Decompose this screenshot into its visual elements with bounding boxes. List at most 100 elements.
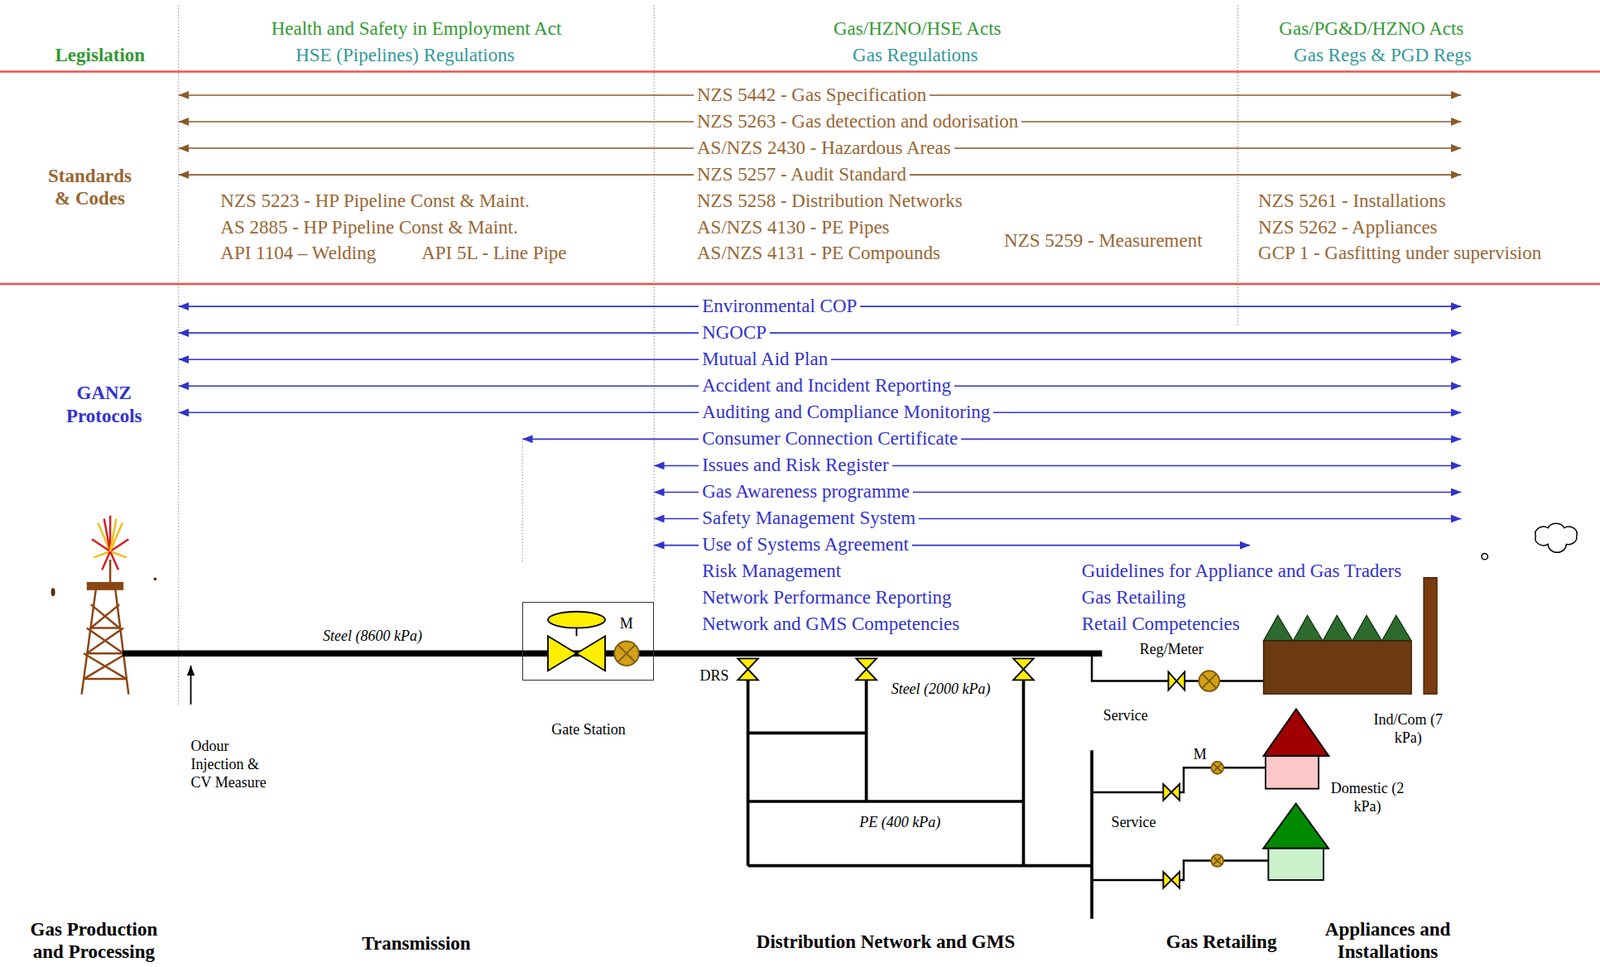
process-note: Odour Injection & CV Measure (191, 737, 271, 792)
industrial-building-shape (1261, 574, 1441, 695)
stage-heading: Transmission (361, 932, 471, 957)
gas-well-derrick (83, 677, 127, 680)
valve-symbol (547, 611, 606, 629)
boundary-line (522, 441, 524, 564)
gas-flare (91, 515, 129, 570)
stage-heading: Gas Retailing (1166, 930, 1278, 954)
gas-flare (110, 518, 116, 552)
odour-injection-arrow (190, 665, 192, 705)
standard-name: NZS 5257 - Audit Standard (693, 163, 910, 187)
divider-rule (0, 72, 1600, 284)
valve-symbol (855, 658, 877, 680)
gas-well-derrick (91, 604, 121, 628)
protocol-name: Mutual Aid Plan (698, 347, 832, 371)
section-heading: Standards & Codes (48, 164, 132, 211)
meter-symbol (614, 640, 1224, 866)
regulation-name: Gas Regulations (852, 43, 978, 68)
gas-flare (110, 551, 119, 570)
divider-rule (0, 70, 1600, 73)
pipeline (1091, 767, 1269, 880)
boundary-line (178, 4, 1239, 704)
building-shape (1423, 577, 1437, 695)
meter-symbol (1201, 673, 1216, 688)
protocol-name: Retail Competencies (1081, 613, 1240, 637)
protocol-name: Environmental COP (698, 294, 861, 318)
scope-arrow (178, 331, 1462, 334)
legislation-heading: Legislation (55, 43, 146, 68)
cloud-symbol (1535, 523, 1577, 553)
boundary-line (1237, 4, 1239, 327)
valve-symbol (547, 635, 606, 671)
oil-drop (51, 587, 56, 596)
stage-heading: Distribution Network and GMS (756, 930, 1015, 954)
valve-symbol (1162, 871, 1180, 889)
house-symbol (1263, 802, 1329, 880)
domestic-house: Domestic (2 kPa) (1261, 706, 1331, 791)
act-name: Health and Safety in Employment Act (271, 17, 563, 41)
building-label: Ind/Com (7 kPa) (1370, 711, 1446, 748)
gas-well-derrick (86, 627, 124, 654)
gas-well-derrick (81, 559, 130, 695)
gas-well-derrick (89, 626, 121, 629)
protocol-name: Consumer Connection Certificate (698, 427, 961, 451)
pipeline (122, 650, 1102, 657)
protocol-name: Safety Management System (698, 506, 919, 530)
standard-name: NZS 5223 - HP Pipeline Const & Maint. (220, 189, 530, 213)
stage-heading: Appliances and Installations (1309, 917, 1467, 964)
gas-well-derrick (83, 653, 127, 679)
oil-drop (51, 576, 158, 596)
boundary-line (177, 4, 179, 704)
standard-name: AS/NZS 4131 - PE Compounds (696, 241, 941, 265)
pipe-label: Steel (2000 kPa) (891, 681, 991, 700)
standard-name: API 5L - Line Pipe (421, 241, 567, 265)
protocol-name: Risk Management (701, 560, 841, 584)
standard-name: AS/NZS 4130 - PE Pipes (696, 216, 890, 240)
building-label: Domestic (2 kPa) (1326, 779, 1409, 816)
meter-label: Reg/Meter (1139, 640, 1204, 659)
valve-symbol (547, 611, 1185, 889)
protocol-name: Use of Systems Agreement (698, 533, 913, 558)
standard-name: NZS 5263 - Gas detection and odorisation (693, 110, 1022, 134)
cloud-symbol (1481, 523, 1577, 560)
standard-name: AS 2885 - HP Pipeline Const & Maint. (220, 216, 519, 240)
protocol-name: Issues and Risk Register (698, 453, 893, 477)
standard-name: NZS 5259 - Measurement (1004, 229, 1203, 253)
standard-name: GCP 1 - Gasfitting under supervision (1258, 241, 1542, 265)
odour-injection-arrow (190, 665, 193, 705)
protocol-name: Gas Retailing (1081, 586, 1187, 611)
pipe-label: PE (400 kPa) (859, 813, 941, 832)
meter-symbol (614, 640, 640, 666)
section-heading: GANZ Protocols (66, 382, 143, 428)
protocol-name: Network Performance Reporting (701, 586, 952, 611)
standard-name: NZS 5261 - Installations (1258, 189, 1447, 213)
oil-drop (153, 576, 158, 581)
meter-symbol (1210, 761, 1224, 774)
building-shape (1263, 709, 1329, 757)
station-label: Gate Station (551, 721, 625, 740)
service-label: Service (1111, 813, 1157, 832)
protocol-name: Auditing and Compliance Monitoring (698, 400, 994, 424)
pipeline (122, 653, 1269, 919)
pipe-label: Steel (8600 kPa) (322, 627, 423, 646)
standard-name: NZS 5258 - Distribution Networks (696, 189, 963, 213)
meter-symbol (1210, 854, 1224, 867)
building-shape (1263, 615, 1412, 641)
gas-well-derrick (86, 652, 124, 654)
regulation-name: Gas Regs & PGD Regs (1293, 43, 1472, 68)
pipeline (748, 673, 1092, 919)
service-label: Service (1103, 707, 1149, 726)
gas-well-derrick (91, 604, 121, 628)
gas-flare (101, 551, 111, 570)
gas-well-derrick (83, 653, 127, 679)
protocol-name: Network and GMS Competencies (701, 613, 960, 637)
gas-flare (104, 518, 111, 552)
scope-arrow (178, 95, 1462, 546)
standard-name: NZS 5262 - Appliances (1258, 216, 1438, 240)
building-shape (1265, 755, 1319, 788)
meter-symbol (618, 644, 635, 662)
gas-well-derrick (87, 582, 123, 589)
act-name: Gas/PG&D/HZNO Acts (1278, 17, 1464, 41)
valve-symbol (1013, 658, 1034, 680)
protocol-name: Gas Awareness programme (698, 480, 913, 504)
valve-symbol (1162, 783, 1180, 801)
